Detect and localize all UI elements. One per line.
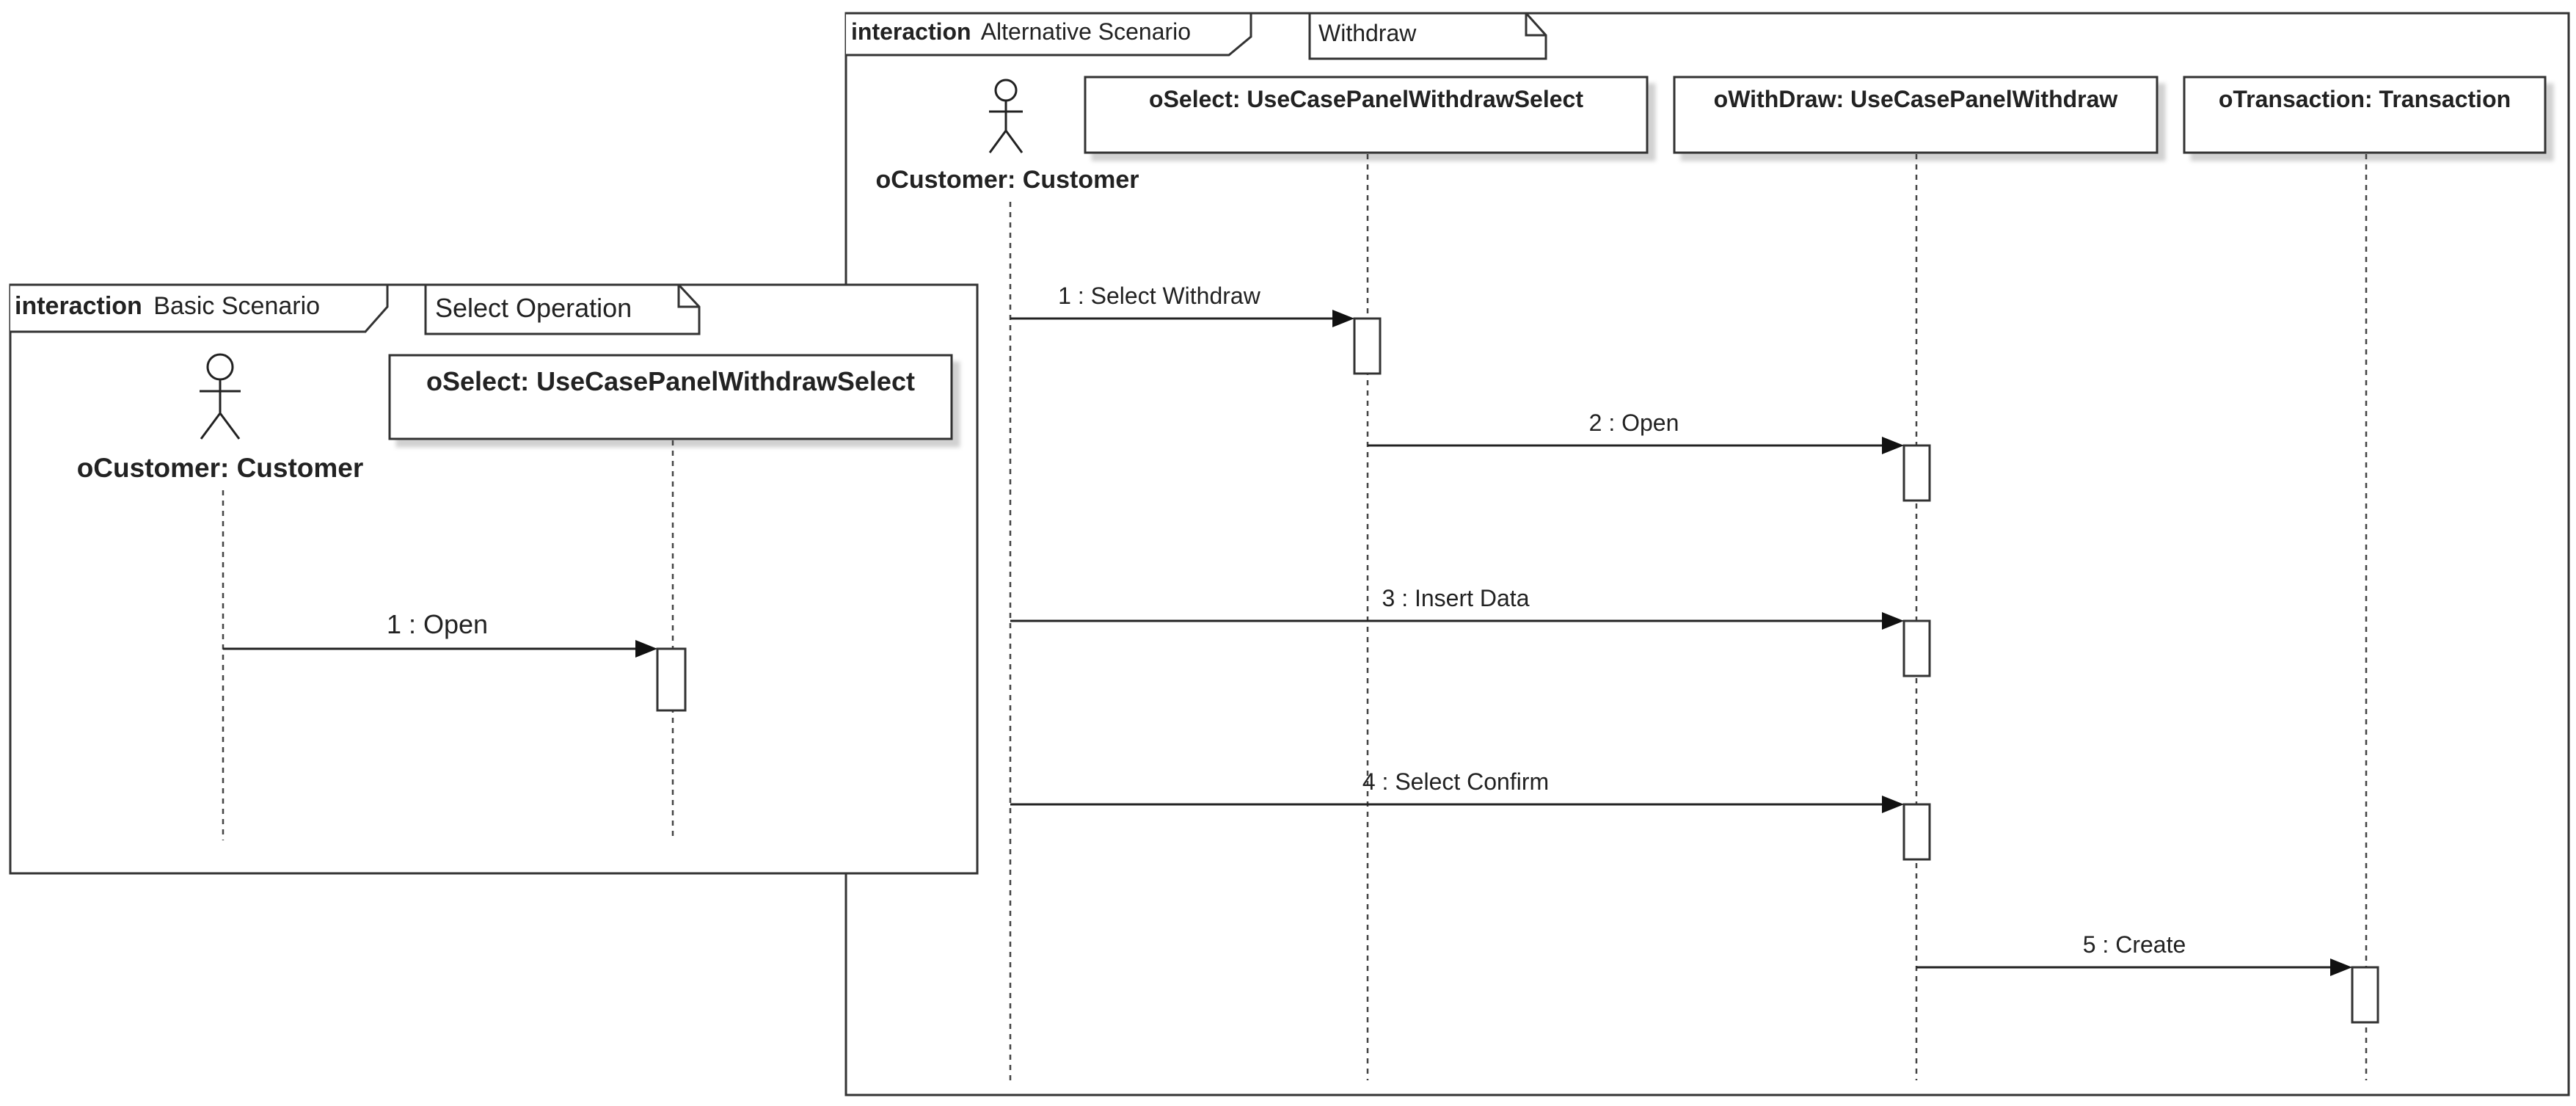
frame-name: Basic Scenario	[153, 292, 320, 320]
frame-note-text: Withdraw	[1318, 20, 1417, 46]
frame-title: interaction Alternative Scenario	[851, 18, 1191, 45]
arrowhead-icon	[2330, 958, 2352, 976]
message-label: 2 : Open	[1589, 410, 1679, 436]
alternative-scenario-frame: interaction Alternative Scenario Withdra…	[844, 12, 2570, 1096]
arrowhead-icon	[1882, 437, 1904, 454]
activation-bar	[1902, 619, 1931, 677]
actor-customer: oCustomer: Customer	[876, 79, 1139, 194]
message-1: 1 : Open	[223, 609, 657, 658]
message-2: 2 : Open	[1368, 410, 1904, 454]
basic-scenario-frame: interaction Basic Scenario Select Operat…	[9, 283, 979, 875]
frame-note: Withdraw	[1308, 12, 1547, 60]
lifelines	[1009, 154, 2368, 1080]
frame-title: interaction Basic Scenario	[15, 292, 320, 320]
activation-bar	[2351, 966, 2379, 1024]
lifeline-head-withdraw: oWithDraw: UseCasePanelWithdraw	[1673, 76, 2159, 154]
frame-border	[844, 12, 2570, 1096]
actor-label: oCustomer: Customer	[77, 453, 364, 483]
message-3: 3 : Insert Data	[1010, 585, 1904, 630]
activation-bar	[1902, 444, 1931, 502]
lifeline-label: oWithDraw: UseCasePanelWithdraw	[1714, 86, 2118, 112]
frame-keyword: interaction	[15, 292, 142, 320]
message-label: 5 : Create	[2083, 931, 2186, 958]
message-label: 1 : Open	[387, 609, 488, 639]
message-1: 1 : Select Withdraw	[1010, 283, 1354, 327]
frame-tab	[846, 12, 1252, 57]
arrowhead-icon	[1882, 612, 1904, 630]
arrowhead-icon	[1332, 310, 1354, 327]
actor-figure-icon	[988, 79, 1024, 153]
lifeline-head-transaction: oTransaction: Transaction	[2183, 76, 2547, 154]
frame-tab	[10, 283, 389, 333]
frame-name: Alternative Scenario	[981, 18, 1191, 45]
message-label: 3 : Insert Data	[1382, 585, 1530, 611]
lifeline-label: oSelect: UseCasePanelWithdrawSelect	[1149, 86, 1583, 112]
lifeline-head-select: oSelect: UseCasePanelWithdrawSelect	[388, 354, 953, 440]
lifelines	[222, 440, 674, 840]
arrowhead-icon	[635, 640, 657, 658]
activation-bar	[1353, 317, 1382, 375]
message-4: 4 : Select Confirm	[1010, 768, 1904, 813]
arrowhead-icon	[1882, 796, 1904, 813]
message-5: 5 : Create	[1916, 931, 2352, 976]
actor-figure-icon	[200, 353, 241, 440]
frame-note-text: Select Operation	[435, 293, 632, 323]
actor-label: oCustomer: Customer	[876, 166, 1139, 194]
message-label: 4 : Select Confirm	[1362, 768, 1549, 795]
activation-bar	[656, 647, 687, 712]
activation-bars	[1353, 317, 2379, 1024]
actor-customer: oCustomer: Customer	[77, 353, 364, 483]
lifeline-label: oSelect: UseCasePanelWithdrawSelect	[426, 366, 915, 396]
lifeline-head-select: oSelect: UseCasePanelWithdrawSelect	[1084, 76, 1649, 154]
frame-note: Select Operation	[424, 283, 701, 335]
activation-bar	[1902, 803, 1931, 861]
frame-keyword: interaction	[851, 18, 971, 45]
message-label: 1 : Select Withdraw	[1058, 283, 1261, 309]
lifeline-label: oTransaction: Transaction	[2219, 86, 2511, 112]
